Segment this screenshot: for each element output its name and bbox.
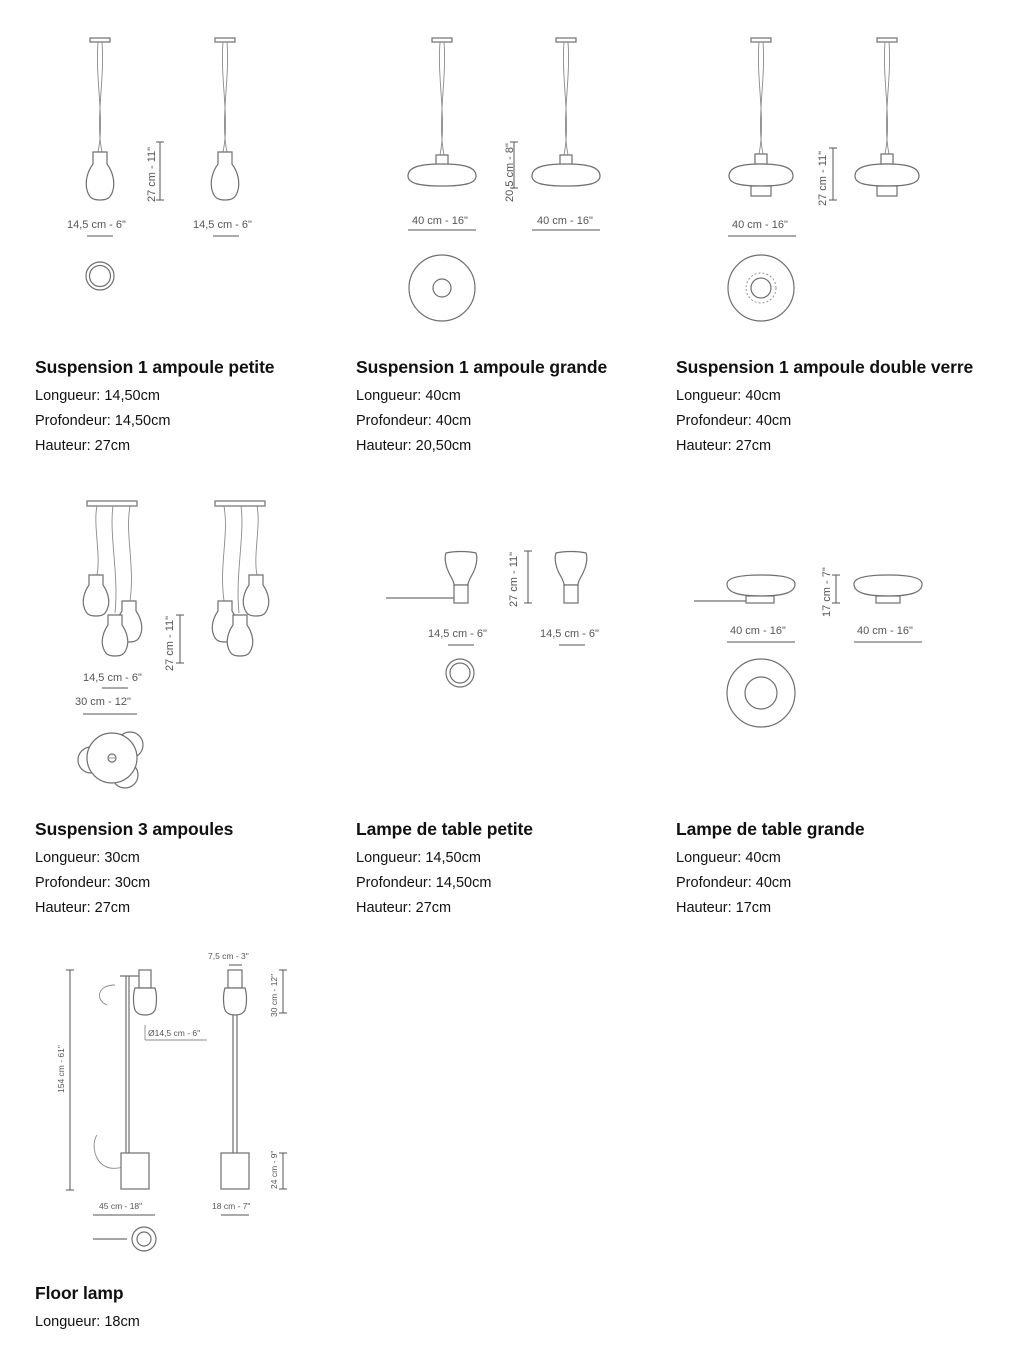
spec-length: Longueur: 30cm (35, 850, 140, 866)
product-title: Lampe de table grande (676, 819, 865, 839)
dim-base-height-label: 24 cm - 9" (269, 1151, 279, 1189)
dim-diameter-label: Ø14,5 cm - 6" (148, 1028, 200, 1038)
dim-width-label: 14,5 cm - 6" (540, 628, 599, 640)
dim-width-label: 14,5 cm - 6" (67, 219, 126, 231)
technical-drawing: 27 cm - 11" 14,5 cm - 6" 14,5 cm - 6" (67, 37, 252, 291)
dim-width-label: 40 cm - 16" (412, 215, 468, 227)
spec-length: Longueur: 40cm (356, 388, 461, 404)
spec-depth: Profondeur: 40cm (676, 875, 792, 891)
dim-width-label: 14,5 cm - 6" (83, 672, 142, 684)
dim-width-label: 40 cm - 16" (537, 215, 593, 227)
spec-length: Longueur: 40cm (676, 388, 781, 404)
dim-base-width-label: 45 cm - 18" (99, 1201, 142, 1211)
spec-depth: Profondeur: 40cm (676, 413, 792, 429)
technical-drawing: 20,5 cm - 8" 40 cm - 16" 40 cm - 16" (407, 37, 601, 322)
spec-length: Longueur: 18cm (35, 1314, 140, 1330)
dim-width-label: 14,5 cm - 6" (193, 219, 252, 231)
product-card-lampe-table-petite: 27 cm - 11" 14,5 cm - 6" 14,5 cm - 6" La… (356, 495, 656, 925)
spec-length: Longueur: 14,50cm (35, 388, 160, 404)
spec-height: Hauteur: 17cm (676, 900, 772, 916)
dim-width-label: 30 cm - 12" (75, 696, 131, 708)
spec-depth: Profondeur: 14,50cm (35, 413, 171, 429)
dim-width-label: 40 cm - 16" (730, 625, 786, 637)
dim-height-label: 27 cm - 11" (508, 552, 520, 607)
technical-drawing: 27 cm - 11" 40 cm - 16" (727, 37, 920, 322)
dim-width-label: 14,5 cm - 6" (428, 628, 487, 640)
dim-total-height-label: 154 cm - 61" (56, 1045, 66, 1093)
dim-width-label: 40 cm - 16" (732, 219, 788, 231)
product-card-floor-lamp: 154 cm - 61" Ø14,5 cm - 6" 45 cm - 18" 7… (35, 945, 335, 1345)
technical-drawing: 27 cm - 11" 14,5 cm - 6" 14,5 cm - 6" (386, 550, 599, 688)
spec-height: Hauteur: 27cm (35, 438, 131, 454)
product-title: Suspension 1 ampoule double verre (676, 357, 974, 377)
product-card-suspension-3-ampoules: 27 cm - 11" 14,5 cm - 6" 30 cm - 12" Sus… (35, 495, 335, 925)
product-card-suspension-petite: 27 cm - 11" 14,5 cm - 6" 14,5 cm - 6" Su… (35, 30, 335, 460)
dim-height-label: 27 cm - 11" (146, 147, 158, 202)
product-card-lampe-table-grande: 17 cm - 7" 40 cm - 16" 40 cm - 16" Lampe… (676, 495, 1006, 925)
dim-height-label: 27 cm - 11" (164, 616, 176, 671)
product-title: Suspension 3 ampoules (35, 819, 234, 839)
spec-height: Hauteur: 27cm (676, 438, 772, 454)
product-card-suspension-grande: 20,5 cm - 8" 40 cm - 16" 40 cm - 16" Sus… (356, 30, 656, 460)
technical-drawing: 154 cm - 61" Ø14,5 cm - 6" 45 cm - 18" 7… (56, 951, 287, 1252)
product-title: Floor lamp (35, 1283, 124, 1303)
dim-height-label: 20,5 cm - 8" (504, 143, 516, 202)
technical-drawing: 27 cm - 11" 14,5 cm - 6" 30 cm - 12" (75, 500, 270, 789)
dim-height-label: 17 cm - 7" (821, 567, 833, 617)
dim-shade-height-label: 30 cm - 12" (269, 974, 279, 1017)
product-title: Suspension 1 ampoule petite (35, 357, 275, 377)
product-card-suspension-double-verre: 27 cm - 11" 40 cm - 16" Suspension 1 amp… (676, 30, 1006, 460)
product-title: Lampe de table petite (356, 819, 533, 839)
dim-shade-width-label: 7,5 cm - 3" (208, 951, 249, 961)
dim-width-label: 40 cm - 16" (857, 625, 913, 637)
spec-length: Longueur: 14,50cm (356, 850, 481, 866)
spec-height: Hauteur: 27cm (356, 900, 452, 916)
dim-height-label: 27 cm - 11" (817, 151, 829, 206)
technical-drawing: 17 cm - 7" 40 cm - 16" 40 cm - 16" (694, 567, 923, 728)
spec-depth: Profondeur: 14,50cm (356, 875, 492, 891)
spec-length: Longueur: 40cm (676, 850, 781, 866)
spec-depth: Profondeur: 30cm (35, 875, 151, 891)
dim-base-depth-label: 18 cm - 7" (212, 1201, 250, 1211)
product-title: Suspension 1 ampoule grande (356, 357, 608, 377)
spec-depth: Profondeur: 40cm (356, 413, 472, 429)
spec-height: Hauteur: 20,50cm (356, 438, 472, 454)
spec-height: Hauteur: 27cm (35, 900, 131, 916)
